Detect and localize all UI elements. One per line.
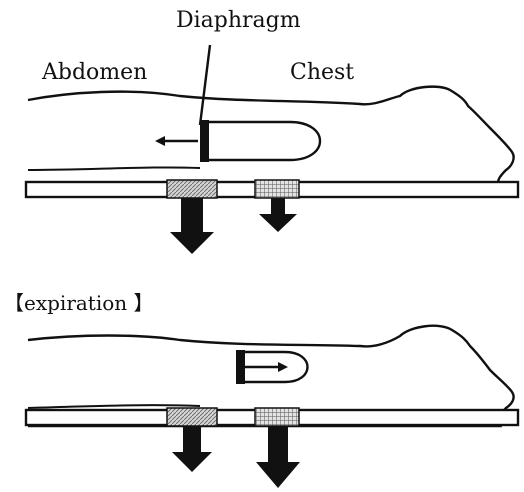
abdomen-sensor-bottom	[167, 408, 217, 426]
abdomen-force-arrow-bottom	[172, 426, 212, 472]
expiration-label: 【expiration 】	[4, 293, 154, 313]
chest-label: Chest	[290, 62, 354, 84]
abdomen-label: Abdomen	[42, 62, 147, 84]
chest-force-arrow-bottom	[256, 426, 300, 488]
chest-sensor-bottom	[255, 408, 299, 426]
chest-sensor-top	[255, 180, 299, 198]
diaphragm-label: Diaphragm	[176, 10, 301, 32]
diaphragm-dome-top	[205, 122, 320, 160]
expiration-panel	[26, 326, 518, 488]
abdomen-sensor-top	[167, 180, 217, 198]
chest-force-arrow-top	[259, 198, 297, 232]
abdomen-force-arrow-top	[170, 198, 214, 254]
